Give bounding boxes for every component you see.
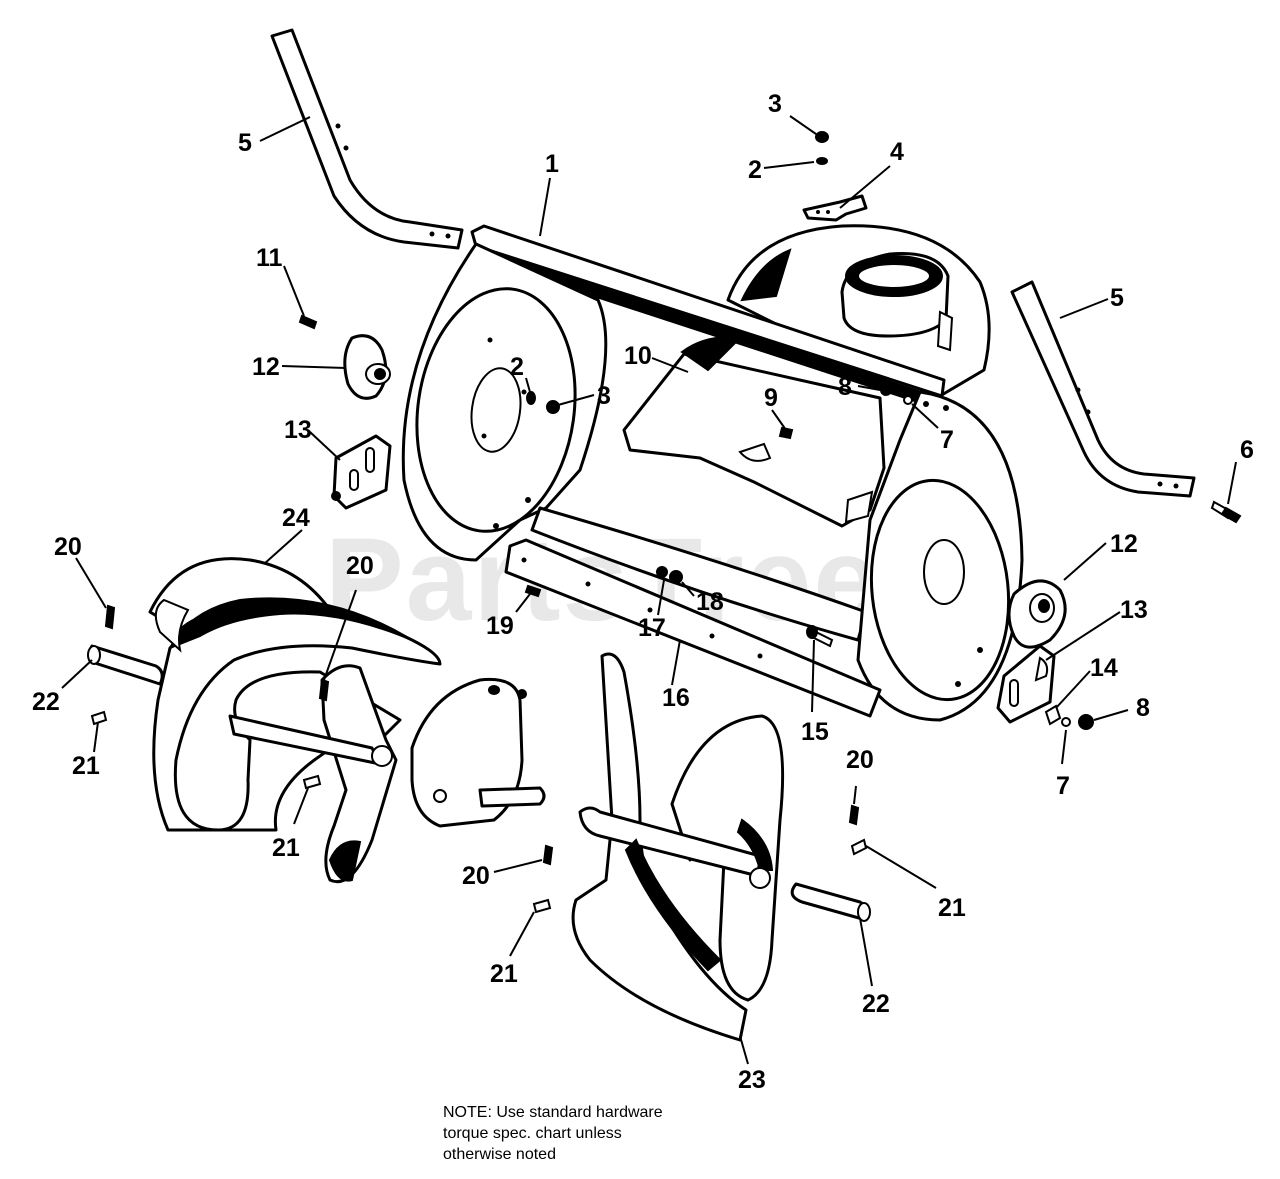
center-auger-gearbox bbox=[228, 664, 546, 883]
label-2-disc: 2 bbox=[510, 353, 524, 381]
label-21-right: 21 bbox=[938, 894, 966, 922]
label-15: 15 bbox=[801, 718, 829, 746]
part-22-right-shaft bbox=[790, 882, 871, 922]
part-9-screw bbox=[778, 426, 794, 440]
label-14: 14 bbox=[1090, 654, 1118, 682]
part-13-left-skid bbox=[331, 434, 392, 510]
label-13-left: 13 bbox=[284, 416, 312, 444]
part-8-nut-lower bbox=[1078, 714, 1094, 730]
part-21-pin-right bbox=[850, 838, 868, 856]
label-13-right: 13 bbox=[1120, 596, 1148, 624]
part-2-washer-top bbox=[816, 157, 828, 165]
label-18: 18 bbox=[696, 588, 724, 616]
label-2-top: 2 bbox=[748, 156, 762, 184]
part-11-bolt bbox=[298, 314, 318, 330]
part-3-nut-disc bbox=[546, 400, 560, 414]
part-18-nut bbox=[669, 570, 683, 584]
part-7-washer-lower bbox=[1061, 717, 1071, 727]
callout-labels: 1 2 2 3 3 4 5 5 6 7 7 8 8 9 10 11 12 12 … bbox=[32, 90, 1254, 1094]
label-1: 1 bbox=[545, 150, 559, 178]
label-24: 24 bbox=[282, 504, 310, 532]
label-5-left: 5 bbox=[238, 129, 252, 157]
part-21-pin-lower bbox=[532, 898, 552, 914]
part-20-pin-center bbox=[318, 678, 330, 702]
label-3-disc: 3 bbox=[597, 382, 611, 410]
label-10: 10 bbox=[624, 342, 652, 370]
label-7-lower: 7 bbox=[1056, 772, 1070, 800]
label-7-upper: 7 bbox=[940, 426, 954, 454]
part-22-left-shaft bbox=[87, 644, 164, 686]
label-22-left: 22 bbox=[32, 688, 60, 716]
part-1-auger-housing bbox=[401, 224, 1024, 722]
part-20-pin-left bbox=[104, 604, 116, 630]
part-3-nut-top bbox=[815, 131, 829, 143]
part-10-cover bbox=[622, 336, 886, 528]
label-20-right: 20 bbox=[846, 746, 874, 774]
part-21-pin-center bbox=[302, 774, 322, 790]
label-21-lower: 21 bbox=[490, 960, 518, 988]
label-19: 19 bbox=[486, 612, 514, 640]
part-21-pin-left bbox=[90, 710, 108, 726]
part-20-pin-lower bbox=[542, 844, 554, 866]
leader-lines bbox=[61, 115, 1237, 1065]
part-19-bolt bbox=[524, 584, 542, 598]
part-20-pin-right bbox=[848, 804, 860, 826]
part-2-washer-disc bbox=[526, 391, 536, 405]
label-3-top: 3 bbox=[768, 90, 782, 118]
note-line-2: torque spec. chart unless bbox=[443, 1125, 622, 1142]
label-8-lower: 8 bbox=[1136, 694, 1150, 722]
label-5-right: 5 bbox=[1110, 284, 1124, 312]
label-12-left: 12 bbox=[252, 353, 280, 381]
label-20-center: 20 bbox=[346, 552, 374, 580]
note-line-1: NOTE: Use standard hardware bbox=[443, 1104, 663, 1121]
part-5-right-brace bbox=[1010, 280, 1196, 498]
label-23: 23 bbox=[738, 1066, 766, 1094]
part-7-washer-upper bbox=[903, 395, 913, 405]
label-17: 17 bbox=[638, 614, 666, 642]
part-12-right-bearing bbox=[1007, 579, 1067, 649]
label-22-right: 22 bbox=[862, 990, 890, 1018]
part-6-bolt bbox=[1210, 500, 1242, 524]
label-12-right: 12 bbox=[1110, 530, 1138, 558]
part-4-bracket bbox=[802, 194, 868, 222]
part-5-left-brace bbox=[270, 28, 464, 250]
label-20-left: 20 bbox=[54, 533, 82, 561]
part-23-right-auger bbox=[571, 652, 785, 1042]
part-17-washer bbox=[656, 566, 668, 578]
label-8-upper: 8 bbox=[838, 373, 852, 401]
label-21-center: 21 bbox=[272, 834, 300, 862]
label-6: 6 bbox=[1240, 436, 1254, 464]
label-4: 4 bbox=[890, 138, 904, 166]
torque-note: NOTE: Use standard hardware torque spec.… bbox=[443, 1102, 783, 1165]
label-9: 9 bbox=[764, 384, 778, 412]
part-8-nut-upper bbox=[880, 384, 892, 396]
note-line-3: otherwise noted bbox=[443, 1146, 556, 1163]
part-12-left-bearing bbox=[343, 334, 391, 400]
part-15-bolt bbox=[806, 625, 834, 648]
label-11: 11 bbox=[256, 244, 283, 272]
part-16-scraper-bar bbox=[504, 538, 882, 718]
label-16: 16 bbox=[662, 684, 690, 712]
part-24-left-auger bbox=[148, 557, 442, 832]
label-20-lower: 20 bbox=[462, 862, 490, 890]
part-13-right-skid bbox=[996, 644, 1056, 724]
label-21-left: 21 bbox=[72, 752, 100, 780]
part-14-bushing bbox=[1044, 704, 1062, 726]
